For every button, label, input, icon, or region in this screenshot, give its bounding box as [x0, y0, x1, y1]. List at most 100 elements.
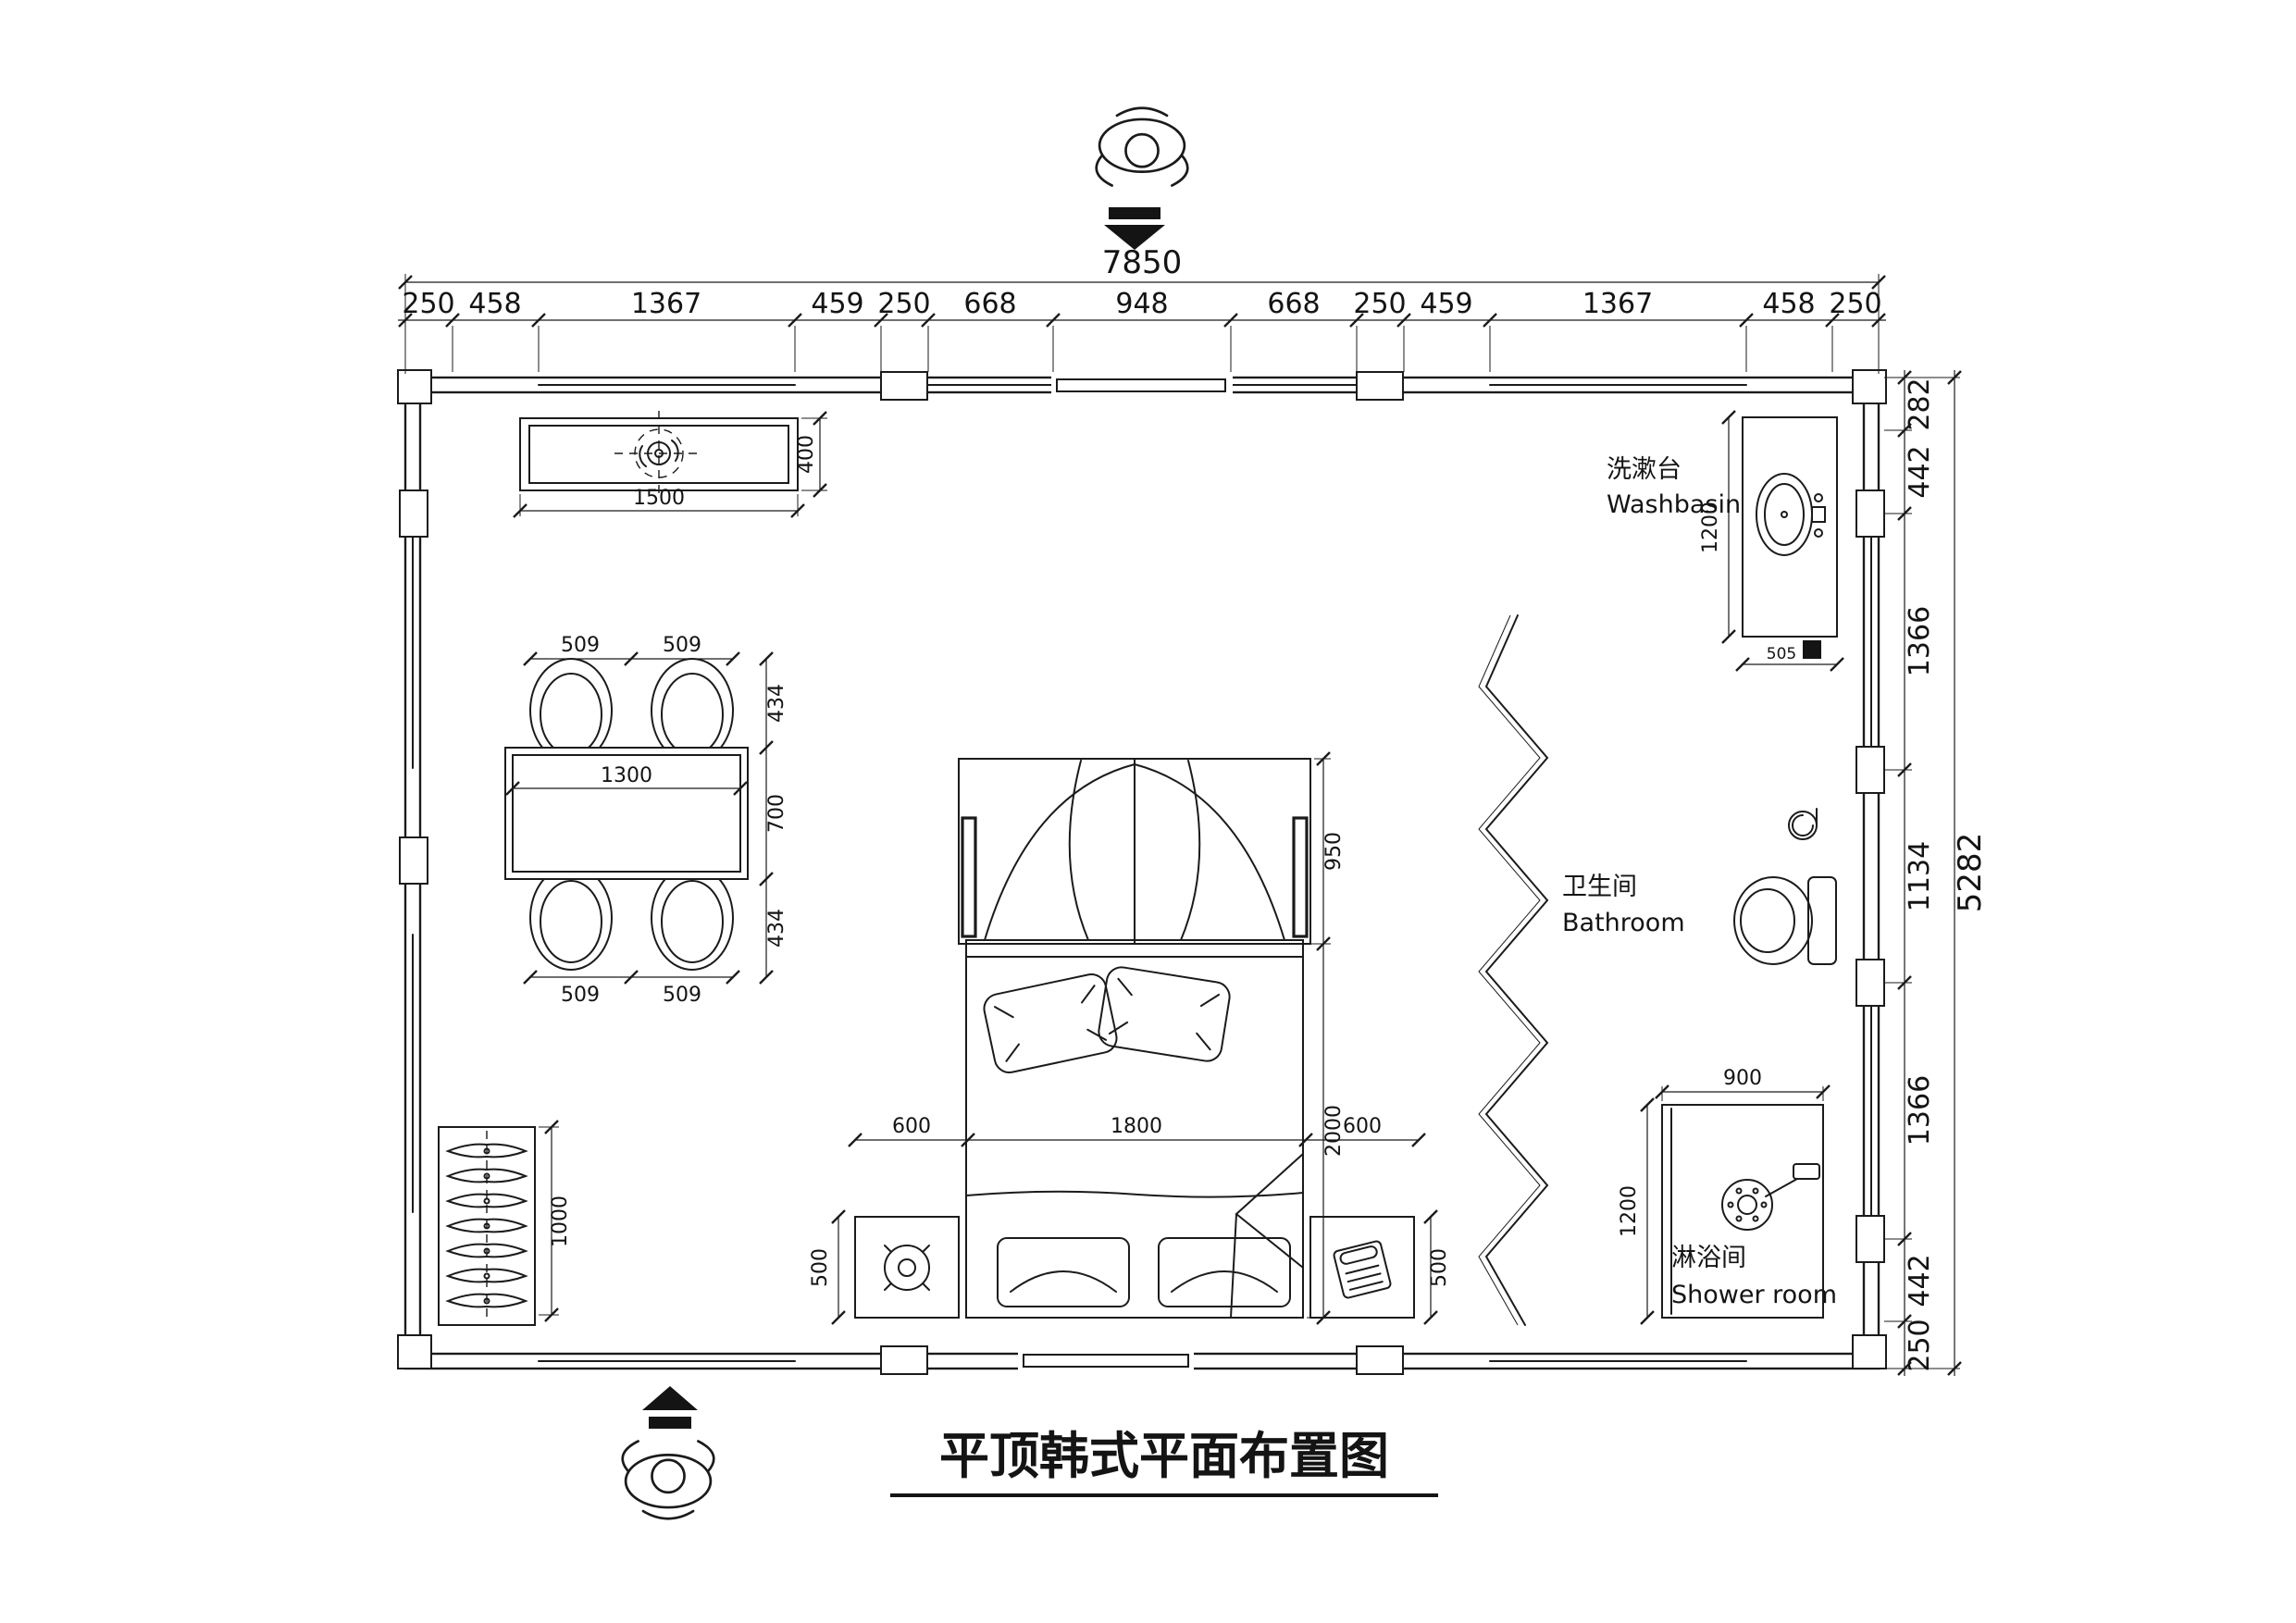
dim-right-seg: 1366 [1904, 606, 1936, 676]
toilet [1733, 808, 1837, 965]
dim-nightstand: 500 [809, 1248, 832, 1287]
dim-top-seg: 668 [1267, 288, 1320, 320]
dim-chair: 509 [663, 634, 701, 657]
dim-right-seg: 250 [1904, 1319, 1936, 1371]
column [1852, 1334, 1887, 1369]
label-washbasin-zh: 洗漱台 [1607, 455, 1682, 484]
dim-top-total: 7850 [1102, 244, 1183, 281]
washbasin-icon [1756, 473, 1826, 556]
dim-table-width: 1300 [601, 764, 652, 787]
dim-right-seg: 1366 [1904, 1075, 1936, 1146]
dim-tv-depth: 400 [795, 435, 818, 474]
dim-shower: 1200 [1618, 1185, 1641, 1237]
column [1356, 1345, 1404, 1375]
label-washbasin-en: Washbasin [1607, 490, 1741, 519]
plan-title: 平顶韩式平面布置图 [890, 1427, 1438, 1497]
dim-top-seg: 459 [811, 288, 863, 320]
column [397, 369, 432, 404]
bed-cushion [1158, 1237, 1291, 1307]
telephone-icon [1333, 1240, 1392, 1299]
dim-shower: 900 [1723, 1067, 1762, 1090]
dim-top-seg: 1367 [631, 288, 701, 320]
dim-top-seg: 250 [1353, 288, 1406, 320]
pillow [1098, 966, 1231, 1062]
person-bottom-icon [621, 1440, 715, 1520]
dining-chair [651, 865, 734, 971]
toilet-bowl [1733, 876, 1813, 965]
column [880, 1345, 928, 1375]
dim-bed: 600 [1343, 1115, 1382, 1138]
dim-bed: 950 [1322, 832, 1346, 871]
column [399, 489, 428, 538]
bed-cushion [997, 1237, 1130, 1307]
right-dimension-chain: 282 442 1366 1134 1366 442 250 5282 [1884, 369, 1989, 1377]
dim-dining: 700 [765, 794, 788, 833]
dim-right-total: 5282 [1952, 833, 1989, 913]
dim-wardrobe: 1000 [549, 1196, 572, 1247]
entry-arrow-top-icon [1104, 207, 1165, 250]
dim-top-seg: 250 [1829, 288, 1881, 320]
pillow [983, 973, 1118, 1074]
table-lamp-icon [884, 1245, 930, 1291]
dim-top-seg: 668 [963, 288, 1016, 320]
bed-body [965, 956, 1304, 1319]
column [1855, 746, 1885, 794]
person-top-icon [1095, 106, 1189, 187]
blanket-edge [965, 1190, 1304, 1198]
door-bottom [1023, 1354, 1189, 1368]
dim-chair: 509 [663, 984, 701, 1007]
label-bathroom-en: Bathroom [1562, 909, 1685, 937]
column [397, 1334, 432, 1369]
dim-washbasin: 505 [1767, 645, 1796, 663]
dining-chair [529, 865, 613, 971]
dim-tv-width: 1500 [633, 487, 685, 510]
dim-right-seg: 442 [1904, 445, 1936, 498]
dining-table [504, 747, 749, 880]
dim-right-seg: 1134 [1904, 841, 1936, 911]
dim-nightstand: 500 [1428, 1248, 1451, 1287]
column [1855, 959, 1885, 1007]
dim-top-seg: 1367 [1582, 288, 1653, 320]
dim-washbasin: 1200 [1699, 502, 1722, 553]
door-top [1056, 378, 1226, 392]
room-labels: 洗漱台 Washbasin 卫生间 Bathroom 淋浴间 Shower ro… [1562, 455, 1837, 1309]
dim-dining: 434 [765, 684, 788, 723]
ceiling-lamp-icon [614, 411, 703, 496]
dim-top-seg: 250 [402, 288, 454, 320]
plan-title-text: 平顶韩式平面布置图 [939, 1427, 1389, 1485]
zigzag-partition [1478, 614, 1549, 1326]
shower-room: 900 1200 [1618, 1067, 1831, 1326]
column [1356, 371, 1404, 401]
label-bathroom-zh: 卫生间 [1562, 873, 1637, 901]
entry-arrow-bottom-icon [642, 1386, 698, 1429]
dim-chair: 509 [561, 984, 600, 1007]
blanket-fold [1235, 1153, 1304, 1269]
tv-cabinet: 1500 400 [512, 410, 828, 519]
label-shower-zh: 淋浴间 [1671, 1244, 1746, 1272]
dim-dining: 434 [765, 909, 788, 948]
floor-drain [1803, 640, 1821, 659]
dim-top-seg: 948 [1115, 288, 1168, 320]
column [1855, 1215, 1885, 1263]
wardrobe-rack: 1000 [438, 1119, 572, 1326]
washbasin-area: 1200 505 [1699, 409, 1845, 673]
dim-bed: 600 [892, 1115, 931, 1138]
dim-bed: 1800 [1111, 1115, 1162, 1138]
dim-right-seg: 442 [1904, 1254, 1936, 1307]
bed: 950 2000 600 1800 600 [847, 750, 1427, 1326]
nightstand-left: 500 [809, 1208, 960, 1326]
dim-bed: 2000 [1322, 1105, 1346, 1157]
dim-top-seg: 458 [468, 288, 521, 320]
exterior-walls [397, 369, 1887, 1375]
dim-top-seg: 250 [877, 288, 930, 320]
shower-head-icon [1721, 1163, 1820, 1231]
toilet-paper-icon [1788, 808, 1818, 840]
top-dimension-chain: 7850 250 458 1367 459 250 668 948 668 25… [397, 244, 1887, 374]
column [880, 371, 928, 401]
dim-top-seg: 458 [1762, 288, 1815, 320]
label-shower-en: Shower room [1671, 1281, 1837, 1309]
washbasin-counter [1742, 416, 1838, 638]
column [399, 836, 428, 885]
